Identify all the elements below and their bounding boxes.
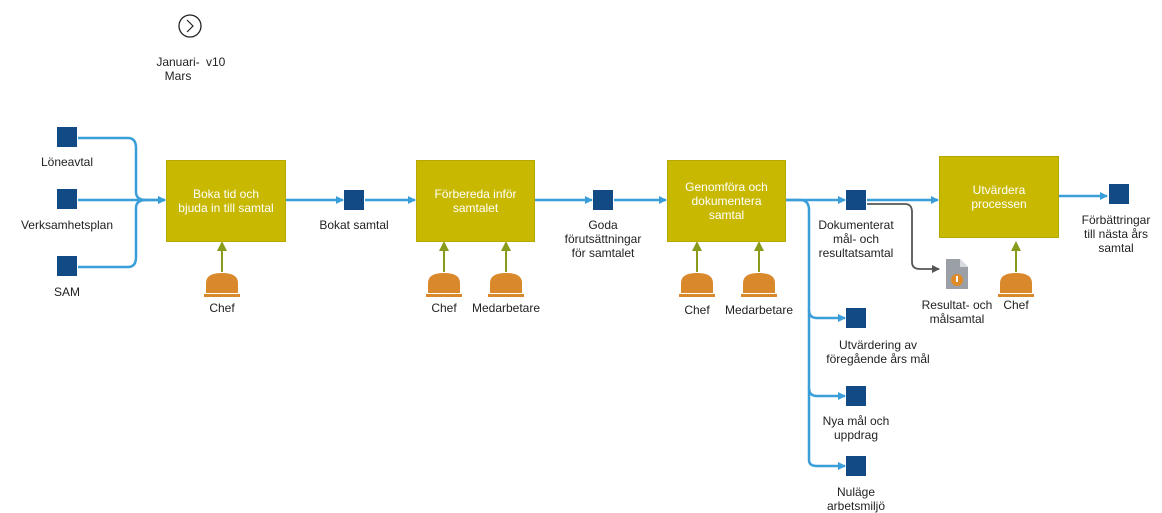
input-loneavtal-label: Löneavtal: [40, 155, 94, 169]
output-goda-label: Goda förutsättningar för samtalet: [564, 218, 642, 260]
flow-to-nya-mal: [807, 387, 846, 400]
role-label-medarbetare-2: Medarbetare: [724, 303, 794, 317]
input-verksamhetsplan-square[interactable]: [57, 189, 77, 209]
role-label-chef-1: Chef: [209, 301, 235, 315]
process-boka-tid[interactable]: Boka tid och bjuda in till samtal: [166, 160, 286, 242]
role-label-chef-3: Chef: [684, 303, 710, 317]
output-forbattringar-square[interactable]: [1109, 184, 1129, 204]
process-forbereda[interactable]: Förbereda inför samtalet: [416, 160, 535, 242]
role-icon-chef-1: [204, 273, 240, 297]
timer-week: v10: [206, 55, 226, 69]
clock-icon: [178, 14, 202, 38]
flow-sam: [78, 198, 147, 269]
role-icon-medarbetare-1: [488, 273, 524, 297]
role-icon-chef-4: [998, 273, 1034, 297]
output-nya-mal-square[interactable]: [846, 386, 866, 406]
output-goda-square[interactable]: [593, 190, 613, 210]
flow-p3-branch: [785, 198, 846, 470]
timer-label: Januari- Mars: [156, 55, 200, 83]
role-label-chef-4: Chef: [1003, 298, 1029, 312]
output-nulage-label: Nuläge arbetsmiljö: [826, 485, 886, 513]
output-nulage-square[interactable]: [846, 456, 866, 476]
role-icon-medarbetare-2: [741, 273, 777, 297]
role-icon-chef-2: [426, 273, 462, 297]
output-utvardering-label: Utvärdering av föregående års mål: [826, 338, 930, 366]
document-icon: [946, 259, 968, 289]
output-dokumenterat-label: Dokumenterat mål- och resultatsamtal: [818, 218, 894, 260]
role-label-chef-2: Chef: [431, 301, 457, 315]
document-label: Resultat- och målsamtal: [921, 298, 993, 326]
output-bokat-label: Bokat samtal: [319, 218, 389, 232]
flow-to-utvardering: [807, 309, 846, 322]
input-sam-label: SAM: [53, 285, 80, 299]
flow-loneavtal: [78, 136, 166, 204]
output-bokat-square[interactable]: [344, 190, 364, 210]
input-sam-square[interactable]: [57, 256, 77, 276]
output-utvardering-square[interactable]: [846, 308, 866, 328]
role-label-medarbetare-1: Medarbetare: [471, 301, 541, 315]
input-loneavtal-square[interactable]: [57, 127, 77, 147]
flow-dok-document: [867, 203, 940, 273]
process-utvardera[interactable]: Utvärdera processen: [939, 156, 1059, 238]
output-dokumenterat-square[interactable]: [846, 190, 866, 210]
role-icon-chef-3: [679, 273, 715, 297]
process-genomfora[interactable]: Genomföra och dokumentera samtal: [667, 160, 786, 242]
input-verksamhetsplan-label: Verksamhetsplan: [20, 218, 114, 232]
output-forbattringar-label: Förbättringar till nästa års samtal: [1081, 213, 1151, 255]
output-nya-mal-label: Nya mål och uppdrag: [822, 414, 890, 442]
